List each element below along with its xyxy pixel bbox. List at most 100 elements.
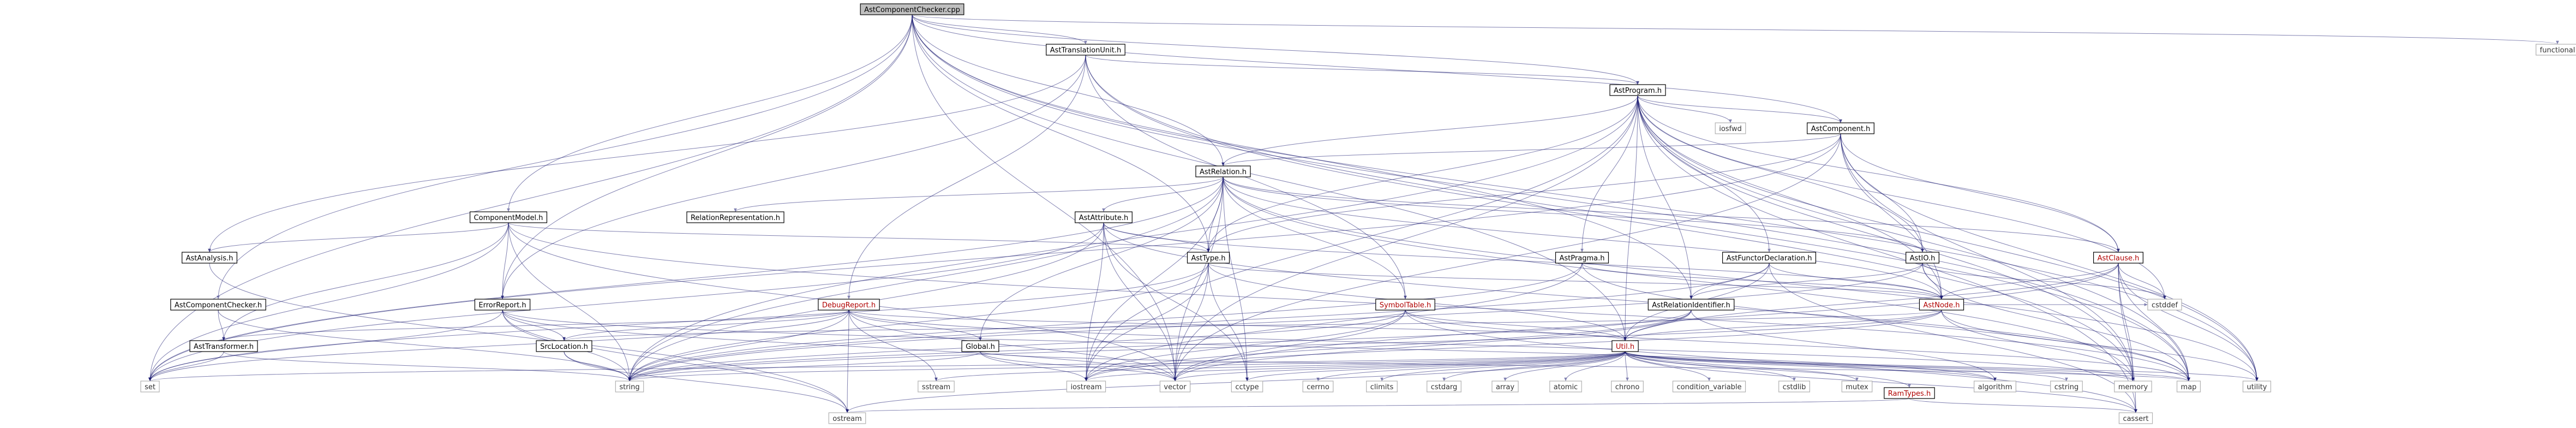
node-box-astcomponent-h	[1807, 122, 1874, 134]
node-errorreport-h[interactable]: ErrorReport.h	[474, 299, 531, 311]
node-string: string	[615, 381, 644, 393]
node-box-srclocation-h	[536, 340, 592, 352]
node-box-symboltable-h	[1375, 299, 1435, 311]
node-componentmodel-h[interactable]: ComponentModel.h	[469, 211, 548, 223]
node-symboltable-h[interactable]: SymbolTable.h	[1375, 299, 1435, 311]
node-astrelationidentifier-h[interactable]: AstRelationIdentifier.h	[1648, 299, 1735, 311]
edge-astrelationidentifier-h-to-util-h	[1624, 310, 1692, 341]
node-astrelation-h[interactable]: AstRelation.h	[1195, 165, 1251, 177]
node-cstddef: cstddef	[2147, 299, 2182, 311]
edge-astcomponentchecker-cpp-to-vector	[912, 14, 1177, 382]
node-relationrepresentation-h[interactable]: RelationRepresentation.h	[686, 211, 784, 223]
edge-astprogram-h-to-astpragma-h	[1580, 95, 1638, 253]
edge-util-h-to-set	[148, 351, 1626, 382]
edge-astio-h-to-cstddef	[1922, 263, 2166, 300]
edge-debugreport-h-to-set	[148, 310, 849, 382]
node-utility: utility	[2242, 381, 2272, 393]
edge-errorreport-h-to-vector	[502, 310, 1177, 382]
node-astpragma-h[interactable]: AstPragma.h	[1555, 252, 1609, 264]
node-label-astpragma-h: AstPragma.h	[1560, 254, 1605, 263]
node-label-cstdarg: cstdarg	[1431, 383, 1458, 391]
node-label-memory: memory	[2118, 383, 2148, 391]
edge-astprogram-h-to-map	[1637, 95, 2190, 382]
edge-astprogram-h-to-astrelation-h	[1221, 95, 1638, 167]
edge-astprogram-h-to-asttype-h	[1207, 95, 1638, 253]
edge-errorreport-h-to-set	[148, 310, 503, 382]
node-box-mutex	[1841, 381, 1873, 393]
edge-global-h-to-iostream	[980, 351, 1088, 382]
edge-astattribute-h-to-vector	[1103, 222, 1177, 382]
node-label-mutex: mutex	[1846, 383, 1868, 391]
edge-astprogram-h-to-util-h	[1624, 95, 1638, 341]
edge-astrelation-h-to-relationrepresentation-h	[734, 176, 1224, 212]
edge-astprogram-h-to-cassert	[1637, 95, 2137, 413]
node-label-astrelation-h: AstRelation.h	[1200, 168, 1247, 176]
node-label-functional: functional	[2540, 46, 2575, 55]
node-util-h[interactable]: Util.h	[1612, 340, 1639, 352]
node-box-astclause-h	[2093, 252, 2144, 264]
node-astanalysis-h[interactable]: AstAnalysis.h	[182, 252, 237, 264]
node-cstdarg: cstdarg	[1427, 381, 1461, 393]
edge-astrelation-h-to-symboltable-h	[1223, 176, 1407, 300]
node-label-set: set	[145, 383, 155, 391]
edge-asttranslationunit-h-to-debugreport-h	[847, 55, 1086, 300]
node-asttype-h[interactable]: AstType.h	[1187, 252, 1230, 264]
edge-util-h-to-chrono	[1625, 351, 1629, 382]
node-astcomponent-h[interactable]: AstComponent.h	[1807, 122, 1874, 134]
node-astfunctordeclaration-h[interactable]: AstFunctorDeclaration.h	[1722, 252, 1817, 264]
node-label-errorreport-h: ErrorReport.h	[478, 301, 526, 310]
edge-asttype-h-to-vector	[1173, 263, 1209, 382]
node-global-h[interactable]: Global.h	[961, 340, 999, 352]
edge-ramtypes-h-to-cassert	[1909, 398, 2137, 413]
edge-global-h-to-string	[628, 351, 981, 382]
edge-symboltable-h-to-string	[628, 310, 1406, 382]
node-box-chrono	[1611, 381, 1644, 393]
node-astprogram-h[interactable]: AstProgram.h	[1609, 84, 1666, 96]
node-srclocation-h[interactable]: SrcLocation.h	[536, 340, 592, 352]
node-astnode-h[interactable]: AstNode.h	[1919, 299, 1964, 311]
node-astcomponentchecker-h[interactable]: AstComponentChecker.h	[170, 299, 266, 311]
edge-astfunctordeclaration-h-to-astrelationidentifier-h	[1690, 263, 1770, 300]
edge-astcomponent-h-to-astio-h	[1840, 133, 1924, 253]
node-astcomponentchecker-cpp[interactable]: AstComponentChecker.cpp	[860, 3, 964, 15]
node-box-cstddef	[2147, 299, 2182, 311]
node-cassert: cassert	[2118, 412, 2153, 424]
edge-componentmodel-h-to-errorreport-h	[501, 222, 509, 300]
node-label-astnode-h: AstNode.h	[1923, 301, 1960, 310]
edge-astcomponentchecker-cpp-to-set	[148, 14, 913, 382]
edge-astrelation-h-to-astio-h	[1223, 176, 1924, 253]
edge-layer	[148, 14, 2559, 413]
node-label-sstream: sstream	[922, 383, 950, 391]
edge-util-h-to-algorithm	[1625, 351, 1997, 382]
node-box-astio-h	[1906, 252, 1939, 264]
node-astio-h[interactable]: AstIO.h	[1906, 252, 1939, 264]
edge-astrelation-h-to-astclause-h	[1223, 176, 2120, 253]
node-box-util-h	[1612, 340, 1639, 352]
edge-astclause-h-to-utility	[2118, 263, 2259, 382]
node-label-astio-h: AstIO.h	[1910, 254, 1936, 263]
edge-debugreport-h-to-ostream	[846, 310, 849, 413]
node-layer: AstComponentChecker.cppAstTranslationUni…	[140, 3, 2576, 424]
node-astattribute-h[interactable]: AstAttribute.h	[1075, 211, 1133, 223]
node-astclause-h[interactable]: AstClause.h	[2093, 252, 2144, 264]
edge-util-h-to-cassert	[1625, 351, 2137, 413]
node-box-utility	[2242, 381, 2272, 393]
node-asttranslationunit-h[interactable]: AstTranslationUnit.h	[1046, 44, 1125, 56]
node-label-cassert: cassert	[2123, 415, 2148, 423]
node-debugreport-h[interactable]: DebugReport.h	[818, 299, 880, 311]
node-chrono: chrono	[1611, 381, 1644, 393]
node-ramtypes-h[interactable]: RamTypes.h	[1884, 387, 1935, 399]
node-asttransformer-h[interactable]: AstTransformer.h	[189, 340, 258, 352]
edge-debugreport-h-to-sstream	[848, 310, 938, 382]
edge-util-h-to-iostream	[1085, 351, 1626, 382]
node-label-climits: climits	[1370, 383, 1394, 391]
node-label-astcomponentchecker-h: AstComponentChecker.h	[175, 301, 262, 310]
node-box-astcomponentchecker-cpp	[860, 3, 964, 15]
node-label-array: array	[1496, 383, 1514, 391]
edge-debugreport-h-to-memory	[848, 310, 2135, 382]
edge-errorreport-h-to-algorithm	[502, 310, 1997, 382]
node-iostream: iostream	[1066, 381, 1106, 393]
edge-astclause-h-to-map	[2118, 263, 2190, 382]
node-label-utility: utility	[2247, 383, 2267, 391]
edge-astprogram-h-to-iostream	[1085, 95, 1638, 382]
